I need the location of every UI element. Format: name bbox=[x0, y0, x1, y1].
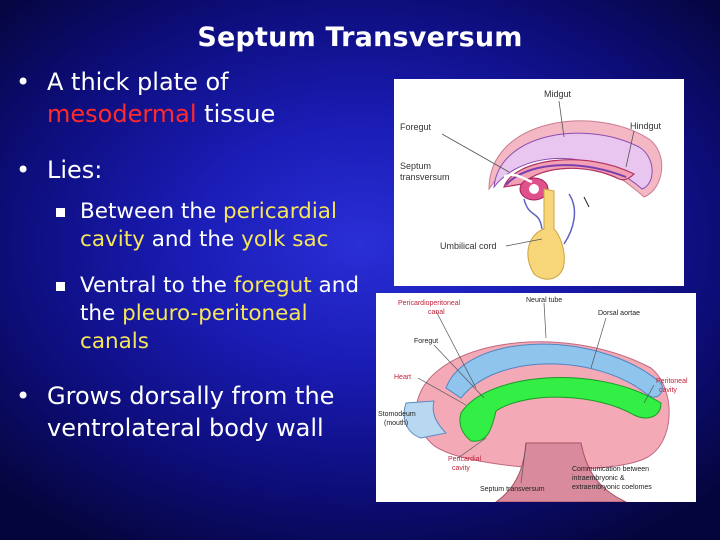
bullet-text: Lies: bbox=[47, 156, 103, 184]
label-septum-transversum: Septum transversum bbox=[480, 486, 545, 493]
leader-heart bbox=[417, 377, 467, 406]
endoderm-line bbox=[505, 164, 627, 186]
label-dorsal-aortae: Dorsal aortae bbox=[598, 310, 640, 317]
embryo-sagittal-diagram: Midgut Foregut Hindgut Septum transversu… bbox=[394, 79, 684, 286]
leader-pp-canal bbox=[435, 310, 477, 389]
sub-text: Between the bbox=[80, 199, 224, 224]
bullet-marker: • bbox=[16, 382, 31, 410]
label-peritoneal: Peritoneal bbox=[656, 378, 688, 385]
label-stomodeum: Stomodeum bbox=[378, 411, 416, 418]
highlight-foregut: foregut bbox=[233, 273, 312, 298]
label-pericardioperitoneal: Pericardioperitoneal bbox=[398, 300, 461, 307]
sub-text: and the bbox=[80, 273, 360, 326]
label-heart: Heart bbox=[394, 374, 411, 381]
slide-title: Septum Transversum bbox=[197, 22, 523, 53]
body-wall-line bbox=[523, 198, 543, 230]
highlight-yolk-sac: yolk sac bbox=[241, 227, 329, 252]
leader-septum-transversum bbox=[520, 442, 527, 484]
label-septum: Septum bbox=[400, 161, 431, 171]
label-intraembryonic: intraembryonic & bbox=[572, 475, 625, 482]
leader-foregut bbox=[441, 133, 510, 173]
bullet-item-lies: • Lies: bbox=[16, 154, 356, 186]
label-transversum: transversum bbox=[400, 172, 450, 182]
heart-cavity bbox=[529, 184, 539, 194]
embryo-sagittal-svg: Midgut Foregut Hindgut Septum transversu… bbox=[400, 89, 663, 280]
label-canal: canal bbox=[428, 309, 445, 316]
yolk-sac-shape bbox=[527, 188, 565, 280]
label-neural-tube: Neural tube bbox=[526, 297, 562, 304]
sub-text: Ventral to the bbox=[80, 273, 234, 298]
bullet-text: A thick plate of bbox=[47, 68, 229, 96]
stomodeum-shape bbox=[403, 400, 448, 439]
body-wall-line bbox=[563, 193, 576, 245]
embryo-coelom-diagram: Pericardioperitoneal canal Neural tube D… bbox=[376, 293, 696, 503]
bullet-marker: • bbox=[16, 156, 31, 184]
bullet-item-grows: • Grows dorsally from the ventrolateral … bbox=[16, 380, 386, 444]
ectoderm-shape bbox=[493, 132, 653, 190]
label-pericardial-cavity: cavity bbox=[452, 465, 470, 472]
label-foregut: Foregut bbox=[414, 338, 438, 345]
highlight-mesodermal: mesodermal bbox=[47, 100, 197, 128]
sub-bullet-ventral: Ventral to the foregut and the pleuro-pe… bbox=[56, 272, 376, 356]
highlight-pericardial-cavity: pericardial cavity bbox=[80, 199, 337, 252]
label-peritoneal-cavity: cavity bbox=[659, 387, 677, 394]
bullet-marker: • bbox=[16, 68, 31, 96]
label-midgut: Midgut bbox=[544, 89, 572, 99]
neural-layer-shape bbox=[445, 343, 663, 399]
label-umbilical-cord: Umbilical cord bbox=[440, 241, 497, 251]
sub-bullet-marker bbox=[56, 282, 65, 291]
sub-bullet-marker bbox=[56, 208, 65, 217]
arrow-line bbox=[583, 196, 590, 208]
label-foregut: Foregut bbox=[400, 122, 432, 132]
sub-bullet-between: Between the pericardial cavity and the y… bbox=[56, 198, 376, 254]
gut-tube-shape bbox=[503, 159, 636, 188]
label-communication: Communication between bbox=[572, 466, 649, 473]
highlight-pleuroperitoneal: pleuro-peritoneal canals bbox=[80, 301, 308, 354]
coelom-shape bbox=[459, 377, 662, 442]
embryo-coelom-svg: Pericardioperitoneal canal Neural tube D… bbox=[378, 297, 688, 503]
bullet-text: Grows dorsally from the ventrolateral bo… bbox=[47, 382, 335, 442]
label-extraembryonic: extraembryonic coelomes bbox=[572, 484, 652, 491]
leader-hindgut bbox=[625, 130, 635, 168]
label-pericardial: Pericardial bbox=[448, 456, 482, 463]
leader-peritoneal bbox=[643, 384, 655, 404]
leader-pericardial bbox=[457, 437, 487, 459]
sub-text: and the bbox=[144, 227, 242, 252]
leader-foregut bbox=[433, 344, 485, 399]
bullet-item-plate: • A thick plate of mesodermal tissue bbox=[16, 66, 356, 130]
leader-neural-tube bbox=[543, 302, 547, 339]
leader-midgut bbox=[558, 100, 565, 138]
arrow-septum bbox=[503, 173, 533, 184]
bullet-text: tissue bbox=[196, 100, 276, 128]
label-mouth: (mouth) bbox=[384, 420, 408, 427]
label-hindgut: Hindgut bbox=[630, 121, 662, 131]
leader-umbilical bbox=[505, 238, 543, 247]
leader-dorsal-aortae bbox=[590, 317, 607, 369]
